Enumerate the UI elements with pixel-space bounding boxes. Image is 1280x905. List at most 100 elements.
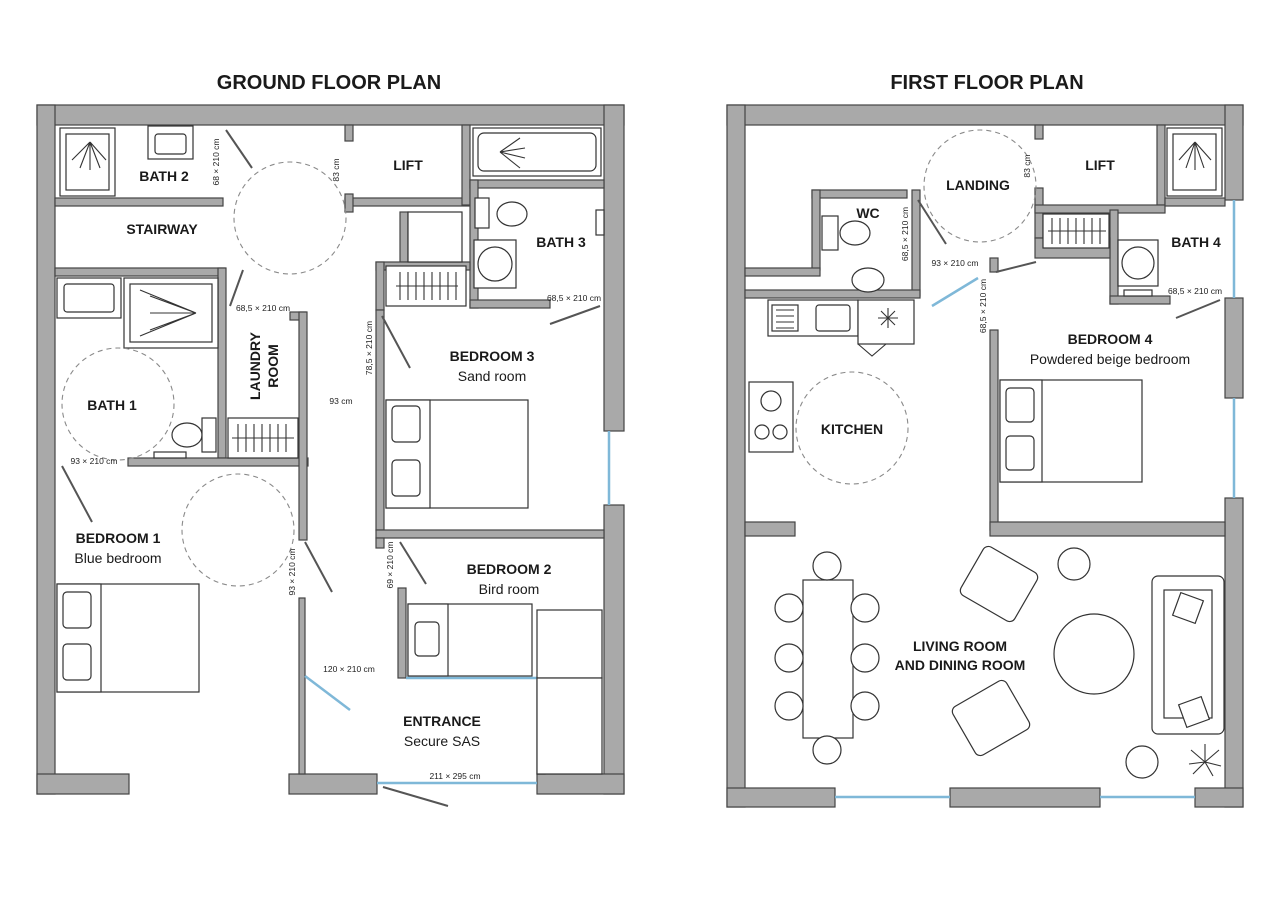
dim-bedroom2-door: 69 × 210 cm xyxy=(385,541,395,588)
ground-right-wall-upper xyxy=(603,104,625,432)
bath2-label: BATH 2 xyxy=(139,168,189,184)
bath1-top-wall xyxy=(54,267,226,277)
kitchen-drainer-lines xyxy=(776,309,794,329)
bath4-top-wall xyxy=(1164,197,1226,207)
ground-labels: BATH 2 LIFT STAIRWAY BATH 3 LAUNDRY ROOM… xyxy=(74,157,586,749)
dining-chair xyxy=(850,593,880,623)
lift-left-wall-top xyxy=(344,124,354,142)
lift-bottom-wall xyxy=(344,197,471,207)
first-doors xyxy=(917,199,1221,319)
bath4-door xyxy=(1175,299,1221,319)
ground-floor-title: GROUND FLOOR PLAN xyxy=(217,72,441,94)
bedroom1-door xyxy=(304,541,333,593)
wc-handbasin xyxy=(851,267,885,293)
first-floor-title: FIRST FLOOR PLAN xyxy=(890,72,1083,94)
first-exterior-walls xyxy=(726,104,1244,808)
armchair-bottom xyxy=(951,679,1031,757)
bath3-basin xyxy=(477,246,513,282)
bath3-toilet-tank xyxy=(474,197,490,229)
entrance-main-door xyxy=(382,786,449,807)
first-right-wall-top xyxy=(1224,104,1244,201)
bedroom4-left-stub xyxy=(989,257,999,273)
bath1-basin xyxy=(63,283,115,313)
dim-wc-door: 68,5 × 210 cm xyxy=(900,207,910,261)
bath4-left-wall xyxy=(1109,209,1119,305)
dim-laundry-door: 68,5 × 210 cm xyxy=(236,303,290,313)
sofa-cushion-2 xyxy=(1177,695,1211,729)
living-room-label-1: LIVING ROOM xyxy=(913,638,1007,654)
first-lift-right-wall xyxy=(1156,124,1166,206)
ground-bottom-wall-left xyxy=(36,773,130,795)
dining-table xyxy=(802,579,854,739)
first-labels: LANDING LIFT WC BATH 4 BEDROOM 4 Powdere… xyxy=(821,157,1221,673)
laundry-door xyxy=(229,269,244,307)
armchair-top xyxy=(959,545,1039,623)
entrance-sublabel: Secure SAS xyxy=(404,733,480,749)
bedroom4-door xyxy=(995,261,1037,273)
bedroom4-label: BEDROOM 4 xyxy=(1068,331,1153,347)
living-room-label-2: AND DINING ROOM xyxy=(895,657,1026,673)
bath1-right-wall xyxy=(217,267,227,459)
wc-toilet-tank xyxy=(821,215,839,251)
bath2-shower-tray xyxy=(65,133,110,191)
kitchen-fridge xyxy=(857,299,915,345)
dining-chair xyxy=(774,593,804,623)
ground-bottom-wall-right xyxy=(536,773,625,795)
first-lift-bottom-wall xyxy=(1034,204,1166,214)
first-door-swings xyxy=(795,129,1037,485)
bedroom1-pillow-2 xyxy=(62,643,92,681)
cooktop-burner-3 xyxy=(772,424,788,440)
bath2-shower-lines xyxy=(71,141,107,170)
stairway-label: STAIRWAY xyxy=(126,221,198,237)
cooktop-burner-1 xyxy=(760,390,782,412)
bedroom1-label: BEDROOM 1 xyxy=(76,530,161,546)
landing-label: LANDING xyxy=(946,177,1010,193)
dim-bath3-door: 68,5 × 210 cm xyxy=(547,293,601,303)
closet-hangers xyxy=(396,272,458,300)
dim-bedroom3-door: 78,5 × 210 cm xyxy=(364,321,374,375)
coffee-table xyxy=(1053,613,1135,695)
wc-top-wall xyxy=(811,189,908,199)
ground-fixtures xyxy=(56,125,605,775)
bedroom2-left-stub xyxy=(375,537,385,549)
bath4-radiator xyxy=(1123,289,1153,297)
ground-lift-label: LIFT xyxy=(393,157,423,173)
dining-chair xyxy=(774,643,804,673)
bedroom4-pillow-1 xyxy=(1005,387,1035,423)
bedroom3-label: BEDROOM 3 xyxy=(450,348,535,364)
first-floor-plan: FIRST FLOOR PLAN xyxy=(726,72,1244,808)
side-table-bottom xyxy=(1125,745,1159,779)
lift-left-wall-bottom xyxy=(344,193,354,213)
dim-entrance-inner: 120 × 210 cm xyxy=(323,664,375,674)
wc-left-wall xyxy=(811,189,821,271)
wc-toilet xyxy=(839,220,871,246)
bath4-basin xyxy=(1121,246,1155,280)
bath2-door xyxy=(225,129,253,169)
kitchen-drainer xyxy=(771,304,799,332)
laundry-label-1: LAUNDRY xyxy=(247,331,263,400)
laundry-label-2: ROOM xyxy=(265,344,281,388)
bedroom4-left-wall xyxy=(989,329,999,531)
landing-turning-circle xyxy=(923,129,1037,243)
bedroom3-door xyxy=(381,315,411,369)
stairway-turning-circle xyxy=(233,161,347,275)
kitchen-label: KITCHEN xyxy=(821,421,883,437)
closet-wall-1 xyxy=(399,211,409,263)
bedroom2-label: BEDROOM 2 xyxy=(467,561,552,577)
bath3-toilet xyxy=(496,201,528,227)
first-interior-walls xyxy=(744,124,1226,537)
bath2-basin xyxy=(154,133,187,155)
kitchen-bottom-wall xyxy=(744,521,796,537)
entrance-cabinet xyxy=(536,677,603,775)
first-right-wall-mid xyxy=(1224,297,1244,399)
bedroom2-pillow xyxy=(414,621,440,657)
cooktop-burner-2 xyxy=(754,424,770,440)
first-bottom-wall-mid xyxy=(949,787,1101,808)
ground-dimensions: 68 × 210 cm 83 cm 68,5 × 210 cm 68,5 × 2… xyxy=(70,138,601,781)
bath1-toilet-tank xyxy=(201,417,217,453)
dim-bedroom1-door: 93 × 210 cm xyxy=(287,548,297,595)
lift-right-wall xyxy=(461,124,471,206)
dim-bedroom4-door: 68,5 × 210 cm xyxy=(978,279,988,333)
bedroom3-sublabel: Sand room xyxy=(458,368,526,384)
